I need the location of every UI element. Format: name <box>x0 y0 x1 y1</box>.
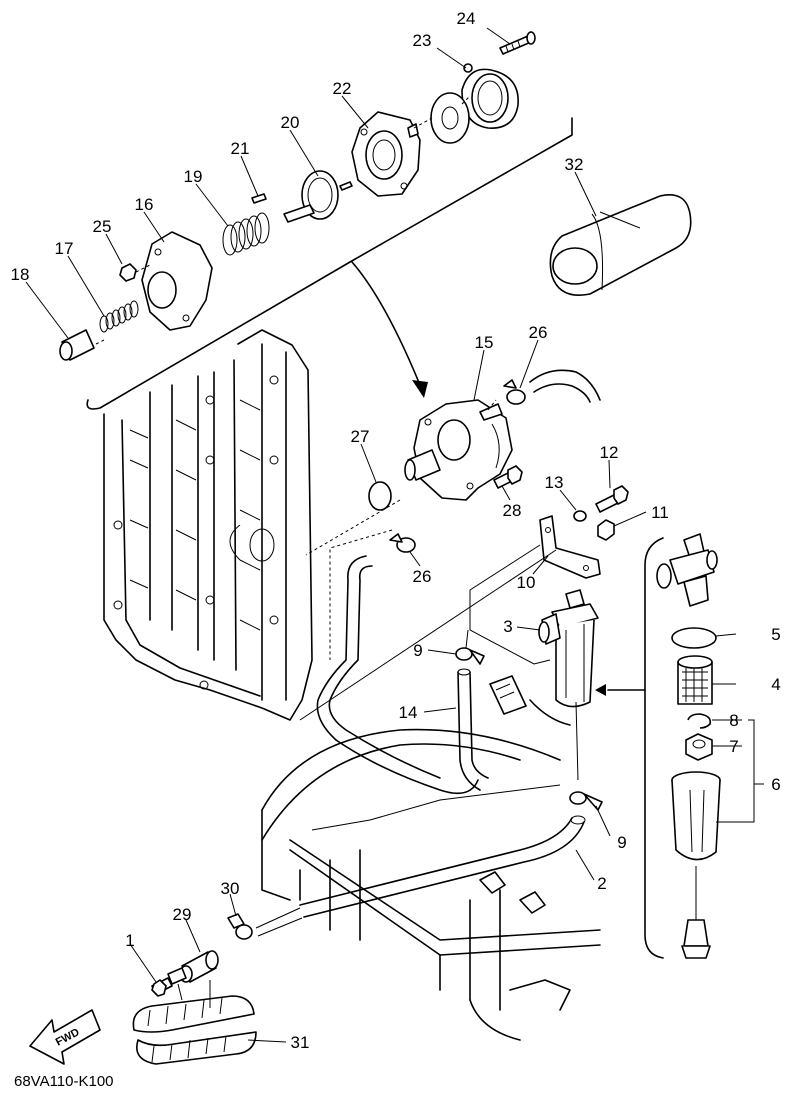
callout-22: 22 <box>333 79 352 98</box>
callout-labels: 1 2 3 4 5 6 7 8 9 9 10 11 12 13 14 15 16… <box>11 9 781 1052</box>
part-7-float <box>685 733 713 761</box>
callout-6: 6 <box>771 775 780 794</box>
part-11-nut <box>597 519 615 541</box>
callout-2: 2 <box>597 874 606 893</box>
callout-14: 14 <box>399 703 418 722</box>
part-1-bolt <box>151 977 173 997</box>
callout-26-upper: 26 <box>529 323 548 342</box>
part-20-piston <box>283 170 339 223</box>
filter-sensor-wire <box>529 699 571 726</box>
part-16-cover <box>141 231 213 331</box>
callout-3: 3 <box>503 617 512 636</box>
assembly-line-bracket <box>299 549 557 721</box>
part-32-sleeve <box>549 194 692 296</box>
callout-12: 12 <box>600 443 619 462</box>
leader-lines <box>25 27 764 1043</box>
part-8-clip <box>687 713 712 729</box>
callout-24: 24 <box>457 9 476 28</box>
callout-10: 10 <box>517 573 536 592</box>
callout-16: 16 <box>135 195 154 214</box>
part-3-fuel-filter <box>538 589 599 781</box>
callout-5: 5 <box>771 625 780 644</box>
part-6-cup <box>671 771 721 959</box>
assembly-line-pump <box>305 399 497 660</box>
filter-detail-bracket <box>644 537 664 959</box>
drawing-code: 68VA110-K100 <box>14 1073 114 1090</box>
part-4-element <box>677 655 713 705</box>
filter-detail-arrow-head <box>595 684 606 696</box>
callout-15: 15 <box>475 333 494 352</box>
engine-block <box>103 329 313 721</box>
callout-30: 30 <box>221 879 240 898</box>
assembly-line-22 <box>413 95 471 129</box>
part-26-clamp-lower <box>389 533 416 553</box>
callout-11: 11 <box>651 503 669 522</box>
part-25-nut <box>119 263 137 282</box>
part-14-hose <box>457 671 489 791</box>
callout-9-upper: 9 <box>413 641 422 660</box>
part-12-bolt <box>595 485 629 513</box>
pump-inlet-hose <box>316 555 479 795</box>
part-17-spring <box>99 300 139 333</box>
part-31-sleeve <box>132 995 257 1065</box>
callout-4: 4 <box>771 675 780 694</box>
part-9-clip-upper <box>455 647 485 665</box>
part-18-cap <box>59 329 95 361</box>
callout-13: 13 <box>545 473 564 492</box>
callout-18: 18 <box>11 265 30 284</box>
assembly-line-29 <box>177 980 211 1008</box>
callout-21: 21 <box>231 139 250 158</box>
part-15-fuel-pump <box>404 399 513 501</box>
callout-31: 31 <box>291 1033 310 1052</box>
callout-8: 8 <box>729 711 738 730</box>
part-24-screw <box>499 31 536 55</box>
assembly-line-16 <box>95 263 153 345</box>
group-arrow-head <box>412 380 428 398</box>
part-23-cover <box>461 63 519 129</box>
callout-9-lower: 9 <box>617 833 626 852</box>
part-27-o-ring <box>368 481 392 511</box>
diaphragm <box>430 92 470 144</box>
callout-29: 29 <box>173 905 192 924</box>
callout-20: 20 <box>281 113 300 132</box>
callout-32: 32 <box>565 155 584 174</box>
lower-cowling <box>261 728 601 1041</box>
part-22-pump-housing <box>339 111 421 197</box>
part-26-clamp-upper <box>503 379 526 405</box>
callout-19: 19 <box>184 167 203 186</box>
assembly-line-filter <box>465 544 551 665</box>
callout-28: 28 <box>503 501 522 520</box>
part-9-clip-lower <box>569 791 603 811</box>
pump-outlet-hose <box>529 369 601 403</box>
callout-17: 17 <box>55 239 74 258</box>
filter-head-detail <box>656 533 718 607</box>
callout-25: 25 <box>93 217 112 236</box>
part-10-bracket <box>539 515 601 579</box>
part-19-spring <box>222 212 270 256</box>
callout-7: 7 <box>729 737 738 756</box>
sensor-connector <box>489 675 527 715</box>
part-29-joint <box>167 950 219 985</box>
assembly-line-hose <box>255 907 303 937</box>
callout-23: 23 <box>413 31 432 50</box>
fwd-arrow: FWD <box>29 1009 101 1065</box>
part-2-hose <box>299 817 585 918</box>
part-30-clamp <box>227 913 253 940</box>
exploded-group-bracket <box>86 117 573 410</box>
part-28-bolt <box>493 465 523 489</box>
callout-1: 1 <box>125 931 134 950</box>
part-13-washer <box>573 510 587 522</box>
part-5-o-ring <box>671 627 717 649</box>
callout-26-lower: 26 <box>413 567 432 586</box>
callout-27: 27 <box>351 427 370 446</box>
group-arrow <box>351 261 421 386</box>
part-21-pin <box>251 193 267 204</box>
